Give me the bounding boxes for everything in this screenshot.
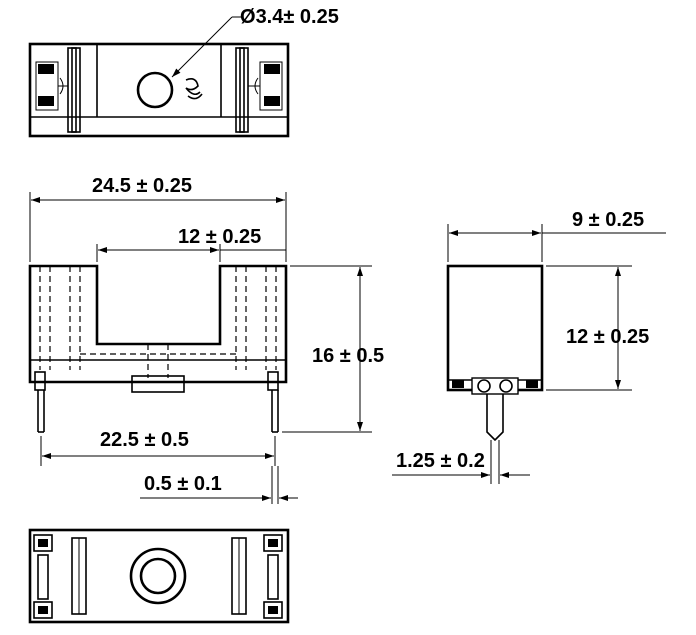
- overall-length-label: 24.5 ± 0.25: [92, 175, 192, 197]
- brand-logo-icon: [185, 78, 203, 100]
- pin-width-label: 1.25 ± 0.2: [396, 450, 485, 472]
- hole-diameter-label: Ø3.4± 0.25: [240, 6, 339, 28]
- pin-thickness-label: 0.5 ± 0.1: [144, 473, 222, 495]
- pin-spacing-label: 22.5 ± 0.5: [100, 429, 189, 451]
- bottom-hole: [129, 547, 187, 605]
- right-pin: [267, 371, 279, 433]
- left-contact-top: [35, 47, 81, 133]
- side-view: 9 ± 0.25 12 ± 0.25 1.25 ± 0.2: [392, 209, 666, 484]
- front-view: 24.5 ± 0.25 12 ± 0.25 16 ± 0.5 22.5 ± 0.…: [28, 175, 384, 504]
- left-pin: [34, 371, 46, 433]
- right-contact-top: [235, 47, 283, 133]
- side-height-label: 12 ± 0.25: [566, 326, 649, 348]
- side-width-label: 9 ± 0.25: [572, 209, 644, 231]
- bottom-view: [28, 528, 290, 624]
- opening-width-label: 12 ± 0.25: [178, 226, 261, 248]
- height-label: 16 ± 0.5: [312, 345, 384, 367]
- top-view: Ø3.4± 0.25: [28, 6, 339, 138]
- mounting-hole: [136, 71, 174, 109]
